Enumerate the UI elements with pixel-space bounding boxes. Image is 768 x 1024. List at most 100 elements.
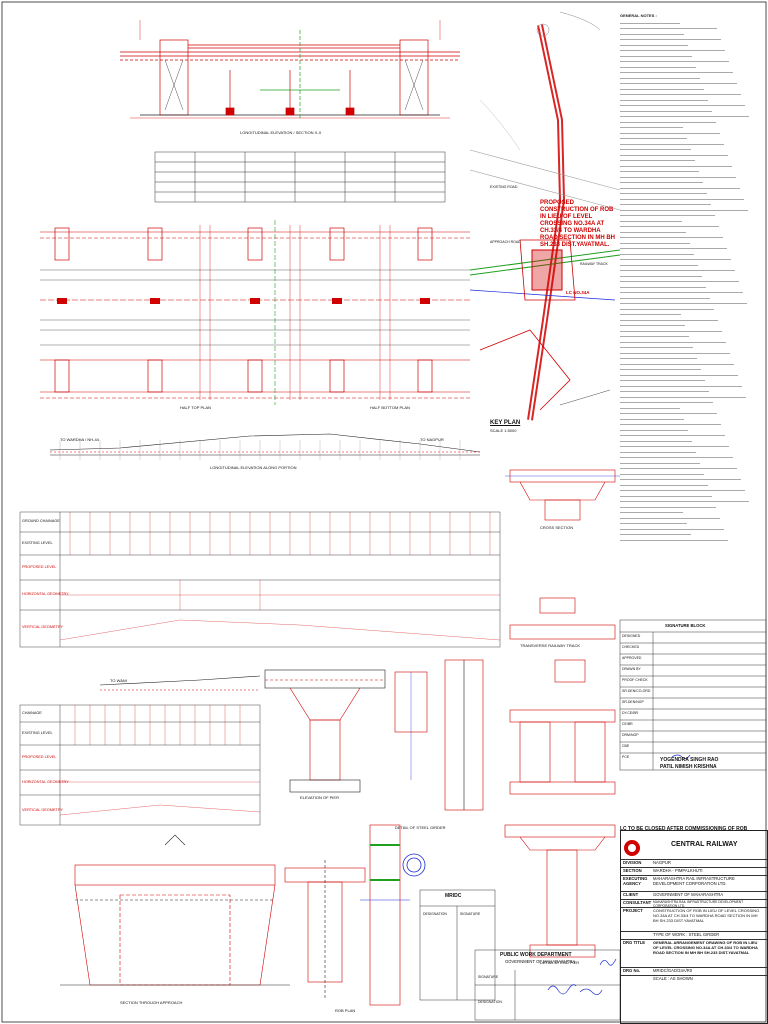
profile-elevation-2: [99, 675, 261, 691]
profile2-row-label-1: EXISTING LEVEL: [22, 731, 53, 735]
label-long-profile: LONGITUDINAL ELEVATION ALONG PORTION: [210, 465, 297, 470]
signature-row-label: CHECKED: [622, 645, 640, 649]
general-notes-title: GENERAL NOTES :: [620, 13, 657, 18]
signature-row-label: CE/BR: [622, 722, 633, 726]
label-detail-end-pier: DETAIL AT END PIER: [540, 960, 580, 965]
note-line: [620, 92, 741, 98]
note-line: [620, 268, 735, 274]
pier-detail-bottom: [284, 824, 410, 1006]
note-line: [620, 356, 697, 362]
label-to-nagpur: TO NAGPUR: [420, 437, 444, 442]
tb-type: TYPE OF WORK : STEEL GIRDER: [653, 932, 720, 937]
note-line: [620, 317, 718, 323]
label-cross-section: CROSS SECTION: [540, 525, 574, 530]
note-line: [620, 515, 720, 521]
note-line: [620, 257, 731, 263]
top-elevation: [120, 30, 460, 120]
note-line: [620, 438, 692, 444]
tb-type-row: TYPE OF WORK : STEEL GIRDER: [621, 931, 767, 940]
note-line: [620, 114, 749, 120]
note-line: [620, 306, 714, 312]
signature-row-label: PROOF CHECK: [622, 678, 648, 682]
note-line: [620, 273, 702, 279]
signature-block-title: SIGNATURE BLOCK: [665, 623, 706, 628]
note-line: [620, 169, 699, 175]
tb-division-row: DIVISION NAGPUR: [621, 859, 767, 868]
profile2-row-label-4: VERTICAL GEOMETRY: [22, 808, 64, 812]
key-plan-label: KEY PLAN: [490, 420, 521, 426]
signatory-1: YOGENDRA SINGH RAO: [660, 757, 719, 763]
note-line: [620, 218, 682, 224]
tb-consultant: MAHARASHTRA RAIL INFRASTRUCTURE DEVELOPM…: [653, 900, 744, 908]
signature-row-label: APPROVED: [622, 656, 642, 660]
mridc-row-1: SIGNATURE: [460, 912, 481, 916]
profile-table-1-ticks: [59, 512, 501, 641]
railway-logo-shape: [624, 840, 640, 856]
note-line: [620, 389, 709, 395]
tb-section-label: SECTION: [623, 868, 642, 873]
tb-project-row: PROJECT CONSTRUCTION OF ROB IN LIEU OF L…: [621, 907, 767, 932]
mridc-row-0: DESIGNATION: [423, 912, 447, 916]
note-line: [620, 290, 743, 296]
signature-row-label: DRAWN BY: [622, 667, 641, 671]
note-line: [620, 361, 734, 367]
profile-row-label-2: PROPOSED LEVEL: [22, 565, 57, 569]
note-line: [620, 125, 683, 131]
note-line: [620, 504, 716, 510]
tb-scale-row: SCALE : AS SHOWN: [621, 975, 767, 984]
note-line: [620, 279, 739, 285]
tb-client: GOVERNMENT OF MAHARASHTRA: [653, 892, 724, 897]
note-line: [620, 339, 726, 345]
tb-division: NAGPUR: [653, 860, 671, 865]
note-line: [620, 152, 728, 158]
profile-table-1: [19, 511, 501, 648]
signature-block-lines: [619, 619, 767, 771]
note-line: [620, 416, 684, 422]
note-line: [620, 444, 729, 450]
signature-row-label: SR.DEN/NGP: [622, 700, 644, 704]
label-lc: LC NO.34A: [566, 290, 590, 295]
signature-row-label: CBE: [622, 744, 630, 748]
note-line: [620, 251, 694, 257]
note-line: [620, 229, 686, 235]
note-line: [620, 163, 732, 169]
label-section-approach: SECTION THROUGH APPROACH: [120, 1000, 183, 1005]
note-line: [620, 185, 740, 191]
tb-dwg-title: GENERAL ARRANGEMENT DRAWING OF ROB IN LI…: [653, 940, 758, 955]
pier-detail-right: [504, 824, 616, 958]
note-line: [620, 174, 736, 180]
note-line: [620, 482, 708, 488]
pier-elevation: [264, 659, 484, 811]
tb-consultant-label: CONSULTANT: [623, 900, 652, 905]
note-line: [620, 471, 704, 477]
signature-row-label: PCE: [622, 755, 630, 759]
tb-project: CONSTRUCTION OF ROB IN LIEU OF LEVEL CRO…: [653, 908, 760, 923]
signatory-2: PATIL NIMISH KRISHNA: [660, 764, 717, 770]
mridc-label: MRIDC: [445, 893, 462, 899]
note-line: [620, 350, 730, 356]
note-line: [620, 477, 741, 483]
pwd-sub: GOVERNMENT OF MAHARASHTRA: [505, 959, 576, 964]
note-line: [620, 136, 687, 142]
note-line: [620, 345, 693, 351]
profile2-row-label-0: CHAINAGE: [22, 711, 42, 715]
signature-row-label: SR.DEN/CO-ORD: [622, 689, 651, 693]
tb-consultant-row: CONSULTANT MAHARASHTRA RAIL INFRASTRUCTU…: [621, 899, 767, 908]
signature-row-label: DY.CE/BR: [622, 711, 639, 715]
tb-dwg-title-row: DRG TITLE GENERAL ARRANGEMENT DRAWING OF…: [621, 939, 767, 968]
pwd-row-0: SIGNATURE: [478, 975, 499, 979]
note-line: [620, 75, 700, 81]
note-line: [620, 422, 721, 428]
note-line: [620, 213, 715, 219]
general-notes: GENERAL NOTES :: [620, 13, 760, 543]
title-railway: CENTRAL RAILWAY: [671, 841, 738, 848]
note-line: [620, 97, 708, 103]
note-line: [620, 64, 696, 70]
note-line: [620, 372, 738, 378]
note-line: [620, 59, 729, 65]
signature-scribbles: [547, 754, 691, 995]
note-line: [620, 328, 722, 334]
label-existing-road: EXISTING ROAD: [490, 185, 518, 189]
title-block: CENTRAL RAILWAY DIVISION NAGPUR SECTION …: [620, 830, 768, 1024]
